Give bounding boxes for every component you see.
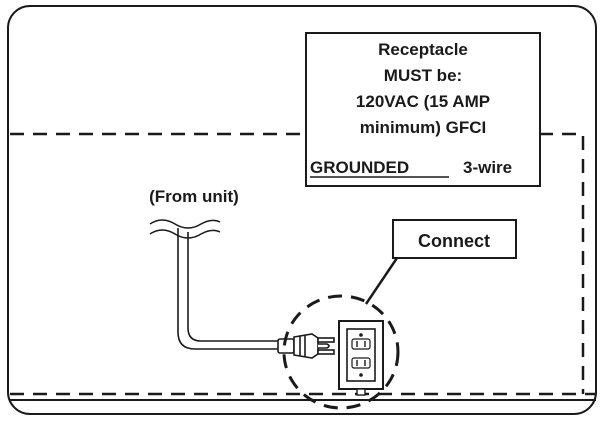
note-line-voltage: 120VAC (15 AMP: [356, 92, 490, 111]
gfci-receptacle-icon: [338, 320, 384, 396]
connect-label: Connect: [418, 231, 490, 251]
connection-highlight-circle: [282, 294, 400, 410]
power-cord: [177, 228, 280, 350]
note-line-grounded: GROUNDED: [310, 158, 409, 177]
connect-callout-box: [392, 219, 517, 259]
plug-icon: [277, 333, 335, 359]
note-line-3-wire: 3-wire: [463, 158, 512, 177]
note-line-gfci: minimum) GFCI: [360, 118, 487, 137]
receptacle-note-box: [305, 32, 541, 187]
from-unit-label: (From unit): [149, 187, 239, 206]
wall-outline-dashed: [10, 132, 585, 394]
note-line-must-be: MUST be:: [384, 66, 462, 85]
connect-leader-line: [364, 257, 399, 305]
note-line-receptacle: Receptacle: [378, 40, 468, 59]
